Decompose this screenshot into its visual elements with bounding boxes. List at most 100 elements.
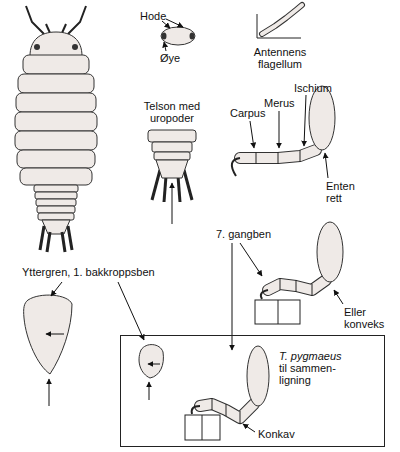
pointer-arrow <box>278 300 279 324</box>
pointer-arrow <box>149 382 150 400</box>
drawing-part <box>15 112 97 131</box>
drawing-part <box>24 295 72 374</box>
head-figure <box>161 19 195 51</box>
drawing-part <box>154 152 190 160</box>
pointer-arrow <box>232 243 233 350</box>
pointer-arrow <box>256 152 257 164</box>
drawing-part <box>200 404 254 418</box>
pointer-arrow <box>62 232 65 252</box>
pointer-arrow <box>162 21 170 28</box>
pointer-arrow <box>250 121 254 148</box>
antenna-figure <box>257 5 302 38</box>
drawing-part <box>68 6 86 34</box>
drawing-part <box>46 24 50 33</box>
part-label: Ischium <box>294 82 332 94</box>
part-label: Hode <box>140 10 166 22</box>
pointer-arrow <box>49 379 50 406</box>
drawing-part <box>62 24 66 33</box>
drawing-part <box>190 33 195 40</box>
pointer-arrow <box>68 226 72 250</box>
drawing-part <box>18 74 94 93</box>
pointer-arrow <box>279 111 280 148</box>
drawing-part <box>262 5 302 34</box>
box-heading: T. pygmaeus til sammen- ligning <box>279 350 351 386</box>
pointer-arrow <box>166 19 183 27</box>
pointer-arrow <box>148 364 160 365</box>
drawing-part <box>37 206 75 213</box>
pointer-arrow <box>278 152 279 164</box>
part-label: Carpus <box>230 107 265 119</box>
pointer-arrow <box>296 280 297 292</box>
pointer-arrow <box>212 398 213 410</box>
drawing-part <box>162 33 167 40</box>
pointer-arrow <box>40 226 44 250</box>
drawing-part <box>148 130 196 142</box>
drawing-part <box>185 415 220 440</box>
pointer-arrow <box>51 282 62 296</box>
part-label: 7. gangben <box>216 228 271 240</box>
drawing-part <box>232 158 240 176</box>
drawing-part <box>35 192 77 199</box>
drawing-part <box>34 44 40 50</box>
drawing-part <box>20 168 92 185</box>
drawing-part <box>262 5 302 34</box>
drawing-part <box>261 290 268 299</box>
part-label: Enten rett <box>326 180 360 204</box>
drawing-part <box>23 55 89 74</box>
exopod-figure <box>24 282 144 406</box>
leg-straight <box>232 86 335 350</box>
drawing-part <box>268 280 326 290</box>
drawing-part <box>152 142 192 152</box>
drawing-part <box>16 93 96 112</box>
pointer-arrow <box>152 170 160 200</box>
drawing-part <box>309 86 335 150</box>
part-label: Yttergren, 1. bakkroppsben <box>22 266 155 278</box>
part-label: Telson med uropoder <box>142 100 202 124</box>
part-label: Konkav <box>258 428 295 440</box>
drawing-part <box>317 222 343 282</box>
pointer-arrow <box>184 170 192 200</box>
drawing-part <box>192 406 200 414</box>
pointer-arrow <box>226 404 227 416</box>
drawing-part <box>255 300 300 324</box>
pointer-arrow <box>280 278 281 290</box>
part-label: Antennens flagellum <box>250 46 310 70</box>
drawing-part <box>34 185 78 192</box>
drawing-part <box>17 150 95 168</box>
pointer-arrow <box>164 42 166 51</box>
drawing-part <box>200 404 254 418</box>
drawing-part <box>156 160 188 178</box>
drawing-part <box>72 44 78 50</box>
pointer-arrow <box>334 290 343 304</box>
pointer-arrow <box>47 232 50 252</box>
pygmaeus-figures <box>139 345 269 440</box>
pointer-arrow <box>164 176 166 202</box>
pointer-arrow <box>312 284 313 296</box>
drawing-part <box>30 32 82 56</box>
pointer-arrow <box>243 424 255 432</box>
drawing-part <box>247 346 269 406</box>
pointer-arrow <box>240 411 241 424</box>
pointer-arrow <box>178 176 180 202</box>
drawing-part <box>15 131 97 150</box>
pointer-arrow <box>304 95 306 146</box>
drawing-part <box>139 345 163 378</box>
pointer-arrow <box>325 153 328 178</box>
part-label: Merus <box>264 97 295 109</box>
drawing-part <box>38 213 74 220</box>
drawing-part <box>268 280 326 290</box>
drawing-part <box>36 199 76 206</box>
drawing-part <box>26 6 44 34</box>
pointer-arrow <box>172 183 173 224</box>
pointer-arrow <box>240 243 262 276</box>
pointer-arrow <box>300 150 301 162</box>
part-label: Øye <box>160 52 180 64</box>
drawing-part <box>161 27 195 45</box>
pointer-arrow <box>202 415 203 440</box>
pointer-arrow <box>46 334 64 335</box>
pointer-arrow <box>118 282 144 340</box>
isopod-body <box>15 6 97 252</box>
